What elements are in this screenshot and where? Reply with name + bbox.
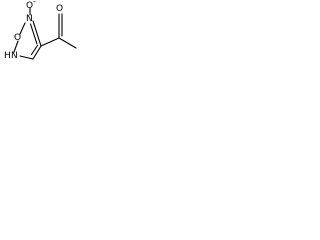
- charge-minus: -: [33, 0, 36, 6]
- atom-nh-h: H: [4, 51, 11, 61]
- bond-c-right-to-carbonyl-c: [40, 37, 60, 47]
- bond-ring-o-to-nh: [13, 40, 19, 53]
- atom-oxide-oxygen: O: [26, 1, 33, 11]
- bond-nh-to-ch: [19, 55, 34, 60]
- atom-carbonyl-oxygen: O: [56, 4, 63, 14]
- bond-ch-to-c-right-inner: [30, 44, 39, 56]
- bond-carbonyl-c-to-methyl: [58, 37, 77, 49]
- bond-c-right-to-n-inner: [29, 23, 38, 45]
- bond-n-to-ring-o: [19, 22, 26, 35]
- molecule-structure: N O - O H N O: [4, 0, 77, 61]
- bond-ch-to-c-right: [32, 45, 42, 60]
- atom-nh-n: N: [11, 51, 18, 61]
- bond-c-right-to-n: [32, 20, 42, 47]
- atom-ring-oxygen: O: [14, 33, 21, 43]
- atom-n-oxide: N: [26, 14, 33, 24]
